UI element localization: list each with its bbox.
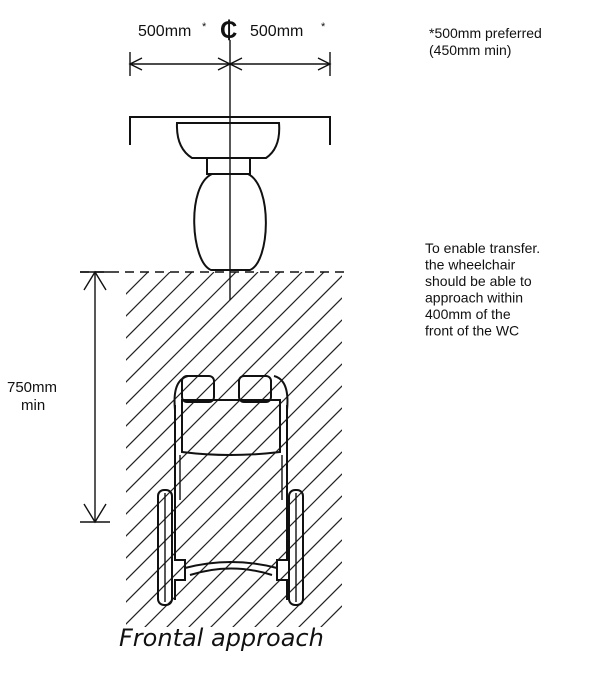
transfer-note-line: 400mm of the [425, 306, 511, 322]
hatch-line [126, 272, 259, 405]
preferred-note-line1: *500mm preferred [429, 25, 542, 41]
hatch-line [144, 429, 342, 627]
hatch-line [126, 385, 342, 603]
hatch-line [166, 451, 342, 627]
hatch-line [126, 341, 342, 559]
hatch-line [126, 272, 127, 273]
transfer-note-line: the wheelchair [425, 257, 516, 273]
hatch-line [126, 272, 171, 317]
centreline-symbol: ₵ [220, 17, 237, 44]
hatch-line [126, 272, 303, 449]
hatch-line [232, 517, 342, 627]
transfer-note-line: approach within [425, 290, 523, 306]
hatch-line [0, 272, 104, 652]
hatch-line [210, 495, 342, 627]
hatch-line [276, 561, 342, 627]
hatch-line [126, 272, 193, 339]
hatch-line [126, 275, 342, 493]
hatch-line [188, 473, 342, 627]
width-dimension [128, 52, 332, 76]
hatch-line [126, 272, 325, 471]
hatched-clear-zone [0, 272, 342, 652]
hatch-line [126, 272, 149, 295]
left-width-label: 500mm [138, 23, 191, 40]
transfer-note-line: To enable transfer. [425, 240, 540, 256]
figure-caption: Frontal approach [119, 624, 324, 652]
wheelchair-icon [157, 375, 304, 606]
right-width-asterisk: * [321, 21, 326, 33]
hatch-line [126, 272, 281, 427]
hatch-line [254, 539, 342, 627]
preferred-note-line2: (450mm min) [429, 42, 511, 58]
wc-pan-icon [175, 122, 281, 271]
hatch-line [126, 272, 237, 383]
transfer-note-line: front of the WC [425, 323, 519, 339]
depth-label-suffix: min [21, 397, 45, 414]
transfer-note-line: should be able to [425, 273, 532, 289]
hatch-line [298, 583, 342, 627]
hatch-line [126, 319, 342, 537]
hatch-line [126, 297, 342, 515]
hatch-line [126, 272, 215, 361]
hatch-line [0, 272, 60, 652]
transfer-note: To enable transfer.the wheelchairshould … [425, 240, 540, 339]
depth-label-value: 750mm [7, 379, 57, 396]
hatch-line [0, 272, 82, 652]
hatch-line [126, 363, 342, 581]
right-width-label: 500mm [250, 23, 303, 40]
depth-dimension [80, 270, 110, 524]
left-width-asterisk: * [202, 21, 207, 33]
